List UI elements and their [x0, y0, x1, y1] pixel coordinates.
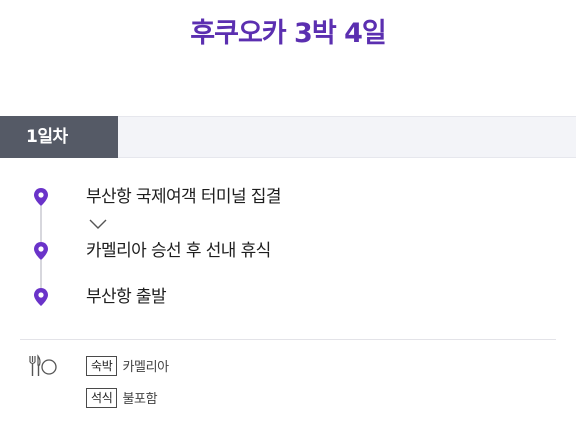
section-divider — [20, 339, 556, 340]
page-title: 후쿠오카 3박 4일 — [190, 18, 386, 49]
dinner-tag: 석식 — [86, 387, 118, 408]
map-pin-icon — [34, 242, 48, 260]
chevron-down-icon[interactable] — [89, 215, 107, 229]
fork-knife-plate-icon — [27, 354, 57, 378]
lodging-tag: 숙박 — [86, 355, 118, 376]
itinerary-timeline: 부산항 국제여객 터미널 집결 카멜리아 승선 후 선내 휴식 부산항 출발 — [0, 178, 576, 318]
stop-label: 카멜리아 승선 후 선내 휴식 — [86, 241, 271, 261]
lodging-value: 카멜리아 — [122, 360, 169, 375]
dinner-row: 석식 불포함 — [86, 387, 158, 409]
tab-day-1[interactable]: 1일차 — [0, 116, 118, 158]
stop-label: 부산항 국제여객 터미널 집결 — [86, 187, 282, 207]
map-pin-icon — [34, 188, 48, 206]
day-tab-bar: 1일차 — [0, 116, 576, 158]
stop-label: 부산항 출발 — [86, 287, 167, 307]
map-pin-icon — [34, 288, 48, 306]
dinner-value: 불포함 — [122, 392, 158, 407]
lodging-row: 숙박 카멜리아 — [86, 355, 169, 377]
